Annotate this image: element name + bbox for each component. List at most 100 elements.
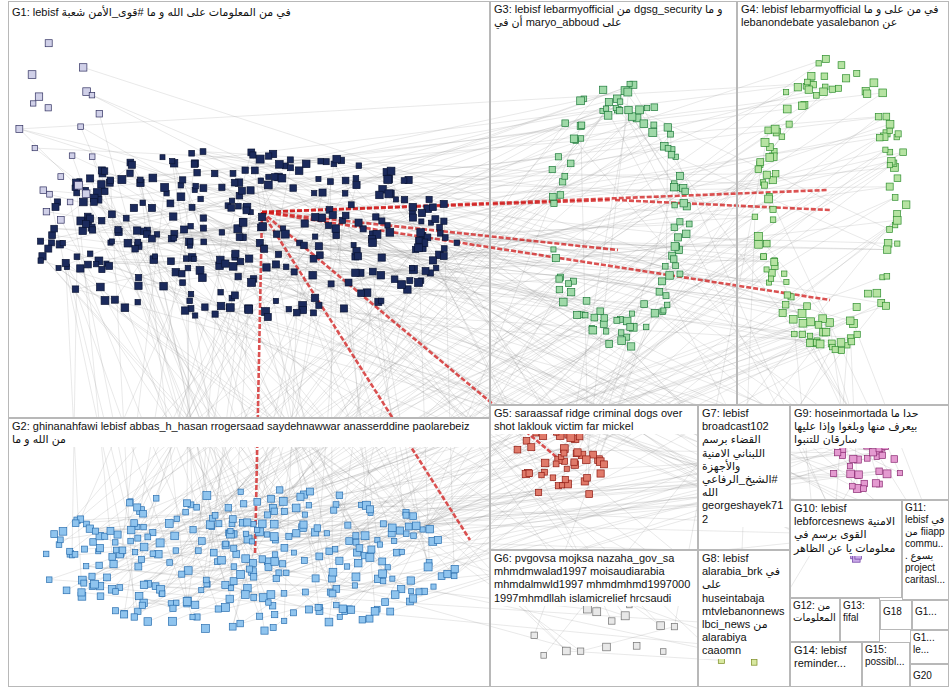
vertex-marker: [222, 542, 229, 549]
graph-edge: [188, 82, 807, 570]
vertex-marker: [805, 79, 811, 85]
vertex-marker: [865, 290, 872, 297]
vertex-marker: [81, 580, 87, 586]
vertex-marker: [107, 527, 114, 534]
vertex-marker: [160, 283, 168, 291]
vertex-marker: [236, 203, 242, 209]
vertex-marker: [28, 71, 36, 79]
vertex-marker: [666, 272, 674, 280]
group-panel: G9: hoseinmortada حدا ما بيعرف منها وبلغ…: [790, 405, 949, 500]
vertex-marker: [190, 527, 196, 533]
vertex-marker: [340, 305, 347, 312]
vertex-marker: [138, 177, 144, 183]
vertex-marker: [385, 223, 390, 228]
vertex-marker: [276, 161, 284, 169]
vertex-marker: [404, 531, 410, 537]
vertex-marker: [107, 177, 114, 184]
vertex-marker: [879, 89, 887, 97]
vertex-marker: [627, 324, 634, 331]
vertex-marker: [139, 602, 145, 608]
vertex-marker: [104, 574, 111, 581]
vertex-marker: [141, 524, 147, 530]
vertex-marker: [173, 548, 179, 554]
vertex-marker: [307, 488, 314, 495]
vertex-marker: [232, 250, 239, 257]
vertex-marker: [410, 266, 415, 271]
vertex-marker: [348, 202, 354, 208]
vertex-marker: [870, 79, 878, 87]
vertex-marker: [761, 182, 767, 188]
vertex-marker: [128, 538, 134, 544]
vertex-marker: [319, 189, 326, 196]
vertex-marker: [171, 532, 179, 540]
group-heading: G1: lebisf في من المعلومات على الله و ما…: [9, 5, 294, 20]
vertex-marker: [583, 605, 591, 613]
vertex-marker: [553, 461, 559, 467]
vertex-marker: [89, 573, 95, 579]
vertex-marker: [677, 219, 683, 225]
vertex-marker: [266, 600, 271, 605]
vertex-marker: [189, 204, 195, 210]
vertex-marker: [441, 218, 447, 224]
vertex-marker: [752, 214, 758, 220]
vertex-marker: [328, 281, 334, 287]
vertex-markers: [16, 40, 944, 665]
vertex-marker: [45, 245, 52, 252]
graph-edge: [46, 212, 586, 301]
vertex-marker: [90, 539, 97, 546]
vertex-marker: [231, 545, 237, 551]
graph-edge: [128, 200, 405, 243]
vertex-marker: [131, 614, 137, 620]
vertex-marker: [333, 502, 339, 508]
vertex-marker: [663, 264, 669, 270]
vertex-marker: [336, 492, 343, 499]
vertex-marker: [251, 595, 257, 601]
vertex-marker: [278, 174, 286, 182]
vertex-marker: [848, 338, 855, 345]
vertex-marker: [316, 302, 322, 308]
vertex-marker: [273, 575, 279, 581]
vertex-marker: [110, 560, 117, 567]
vertex-marker: [245, 306, 253, 314]
vertex-marker: [149, 174, 157, 182]
graph-edge: [61, 220, 232, 524]
vertex-marker: [628, 343, 635, 350]
vertex-marker: [318, 159, 324, 165]
group-panel: G2: ghinanahfawi lebisf abbas_h_hasan rr…: [8, 418, 490, 687]
graph-edge: [758, 236, 829, 322]
vertex-marker: [761, 254, 767, 260]
vertex-marker: [287, 157, 293, 163]
graph-edge: [379, 195, 807, 306]
vertex-marker: [136, 275, 142, 281]
vertex-marker: [671, 624, 677, 630]
vertex-marker: [202, 304, 208, 310]
vertex-marker: [378, 254, 385, 261]
vertex-marker: [212, 170, 218, 176]
vertex-marker: [344, 564, 349, 569]
graph-edge: [322, 146, 665, 218]
vertex-marker: [549, 167, 555, 173]
vertex-marker: [420, 527, 425, 532]
graph-edge: [172, 161, 233, 581]
vertex-marker: [806, 340, 813, 347]
group-panel: G20: [910, 664, 949, 687]
vertex-marker: [241, 501, 247, 507]
vertex-marker: [883, 302, 890, 309]
vertex-marker: [312, 575, 319, 582]
vertex-marker: [127, 500, 133, 506]
vertex-marker: [183, 256, 189, 261]
vertex-marker: [261, 245, 268, 252]
vertex-marker: [127, 170, 133, 176]
vertex-marker: [342, 212, 349, 219]
vertex-marker: [295, 167, 303, 175]
vertex-marker: [113, 589, 119, 595]
vertex-marker: [567, 434, 575, 442]
vertex-marker: [230, 578, 237, 585]
vertex-marker: [870, 449, 877, 456]
graph-edge: [130, 308, 231, 503]
vertex-marker: [782, 271, 787, 276]
vertex-marker: [339, 605, 346, 612]
vertex-marker: [67, 548, 73, 554]
vertex-marker: [616, 107, 622, 113]
graph-edge: [80, 108, 616, 268]
